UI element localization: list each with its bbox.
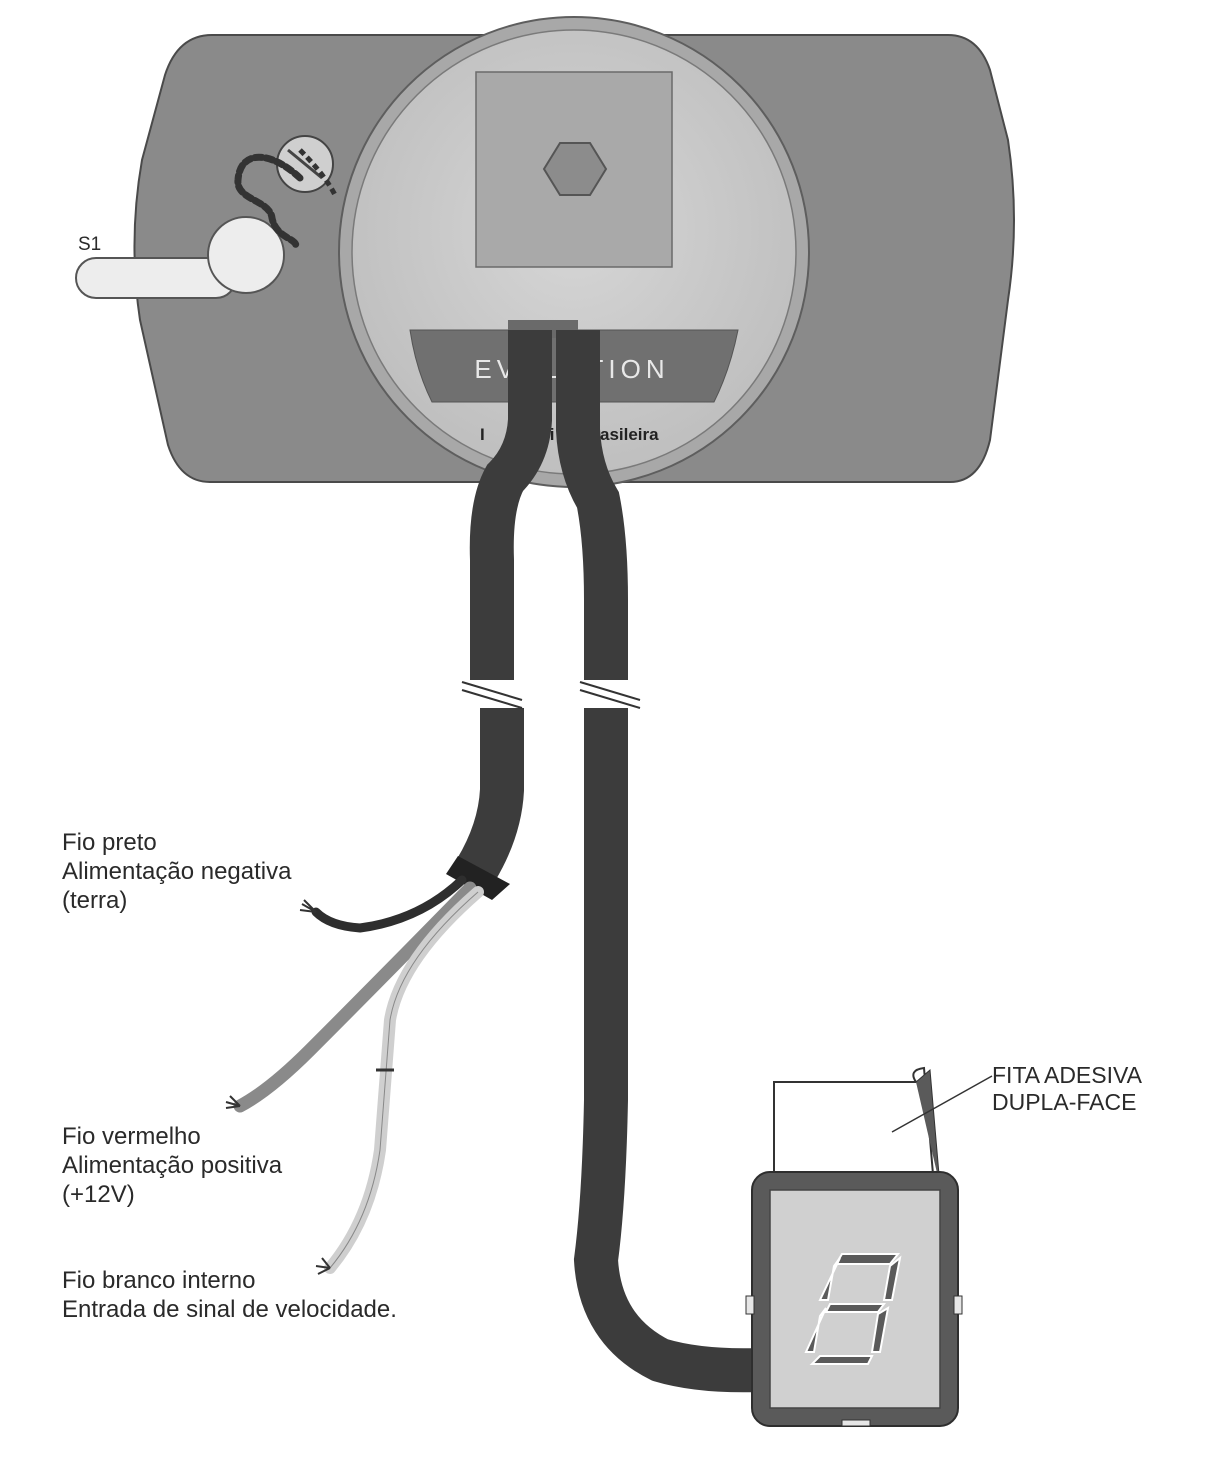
black-wire (311, 875, 467, 933)
hex-nut-icon (542, 142, 608, 196)
tape-label-line-2: DUPLA-FACE (992, 1089, 1137, 1115)
chain-tail (298, 148, 338, 197)
subtitle-right-fragment: asileira (600, 425, 659, 444)
adhesive-tape (773, 1066, 936, 1187)
red-wire-label-line-1: Fio vermelho (62, 1123, 201, 1150)
display-clip-bottom (841, 1419, 871, 1427)
sensor-cable-upper (469, 330, 552, 680)
black-wire-label-line-2: Alimentação negativa (62, 858, 292, 885)
tape-leader-line (891, 1075, 993, 1133)
adhesive-tape-backing (915, 1068, 941, 1187)
tape-label: FITA ADESIVA DUPLA-FACE (992, 1062, 1142, 1116)
seven-segment-digit (804, 1253, 902, 1365)
red-wire-label: Fio vermelho Alimentação positiva (+12V) (62, 1122, 282, 1209)
display-clip-right (953, 1295, 963, 1315)
red-wire-label-line-2: Alimentação positiva (62, 1152, 283, 1179)
white-wire-label-line-1: Fio branco interno (62, 1267, 256, 1294)
screw-slot (287, 148, 323, 180)
wire-sleeve-end (446, 856, 510, 900)
red-wire-label-line-3: (+12V) (62, 1181, 135, 1208)
wire-frayed-ends (225, 899, 394, 1275)
white-wire-label-line-2: Entrada de sinal de velocidade. (62, 1296, 397, 1323)
switch-label: S1 (78, 234, 101, 255)
display-cable-upper (556, 330, 628, 680)
display-clip-left (745, 1295, 755, 1315)
sensor-cable-lower (456, 708, 524, 882)
subtitle-left-fragment: I (480, 425, 485, 444)
cable-break-marks (461, 681, 641, 709)
black-wire-label-line-1: Fio preto (62, 829, 157, 856)
display-cable-lower (573, 708, 761, 1393)
white-wire-outline (329, 891, 479, 1269)
display-window (769, 1189, 941, 1409)
black-wire-label: Fio preto Alimentação negativa (terra) (62, 828, 291, 915)
black-wire-label-line-3: (terra) (62, 887, 128, 914)
red-wire (233, 881, 477, 1113)
chain-icon (234, 153, 304, 250)
tape-label-line-1: FITA ADESIVA (992, 1062, 1142, 1088)
switch-knob (207, 216, 285, 294)
white-wire-label: Fio branco interno Entrada de sinal de v… (62, 1266, 397, 1324)
